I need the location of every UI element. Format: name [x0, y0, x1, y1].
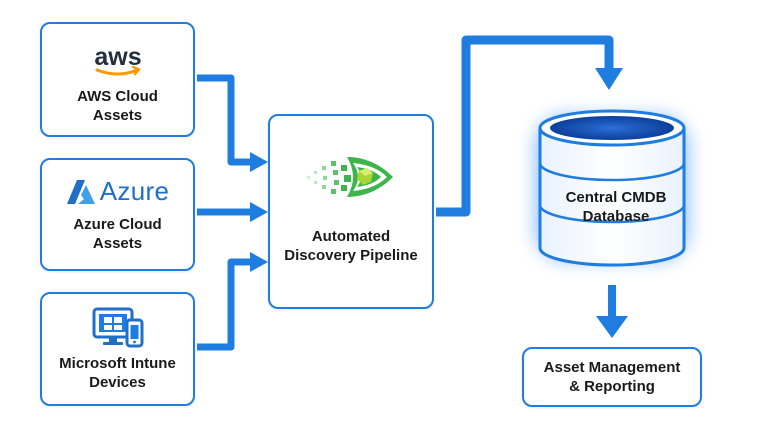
azure-logo-icon: Azure	[66, 176, 169, 207]
aws-to-pipeline-arrow	[197, 74, 268, 172]
azure-label-line2: Assets	[92, 235, 143, 252]
database-to-reporting-arrow	[596, 285, 628, 338]
reporting-label-line2: & Reporting	[569, 378, 655, 395]
asset-management-reporting-box: Asset Management & Reporting	[522, 347, 702, 407]
microsoft-intune-devices-box: Microsoft Intune Devices	[40, 292, 195, 406]
aws-cloud-assets-label: AWS Cloud Assets	[77, 87, 158, 125]
database-label-line1: Central CMDB	[565, 189, 667, 206]
discovery-eye-icon	[301, 149, 401, 205]
aws-label-line2: Assets	[92, 106, 143, 124]
intune-label-line2: Devices	[89, 374, 146, 391]
central-cmdb-database-label: Central CMDB Database	[540, 188, 692, 226]
azure-logo-text: Azure	[99, 176, 170, 206]
azure-cloud-assets-label: Azure Cloud Assets	[73, 215, 161, 253]
azure-label-line1: Azure Cloud	[73, 216, 162, 233]
pipeline-label-line2: Discovery Pipeline	[284, 246, 418, 264]
aws-cloud-assets-box: aws AWS Cloud Assets	[40, 22, 195, 137]
database-label-line2: Database	[582, 208, 650, 225]
azure-cloud-assets-box: Azure Azure Cloud Assets	[40, 158, 195, 271]
intune-label-line1: Microsoft Intune	[59, 355, 176, 372]
pipeline-label-line1: Automated	[311, 227, 391, 245]
pipeline-to-database-arrow	[436, 35, 623, 217]
monitor-phone-icon	[92, 306, 144, 348]
automated-discovery-pipeline-label: Automated Discovery Pipeline	[284, 227, 417, 265]
asset-management-reporting-label: Asset Management & Reporting	[544, 358, 681, 396]
azure-to-pipeline-arrow	[197, 202, 268, 222]
database-cylinder-icon	[536, 109, 688, 267]
aws-logo-icon: aws	[83, 45, 153, 79]
intune-to-pipeline-arrow	[197, 252, 268, 351]
automated-discovery-pipeline-box: Automated Discovery Pipeline	[268, 114, 434, 309]
aws-label-line1: AWS Cloud	[77, 87, 158, 105]
reporting-label-line1: Asset Management	[543, 359, 681, 376]
microsoft-intune-devices-label: Microsoft Intune Devices	[59, 354, 176, 392]
